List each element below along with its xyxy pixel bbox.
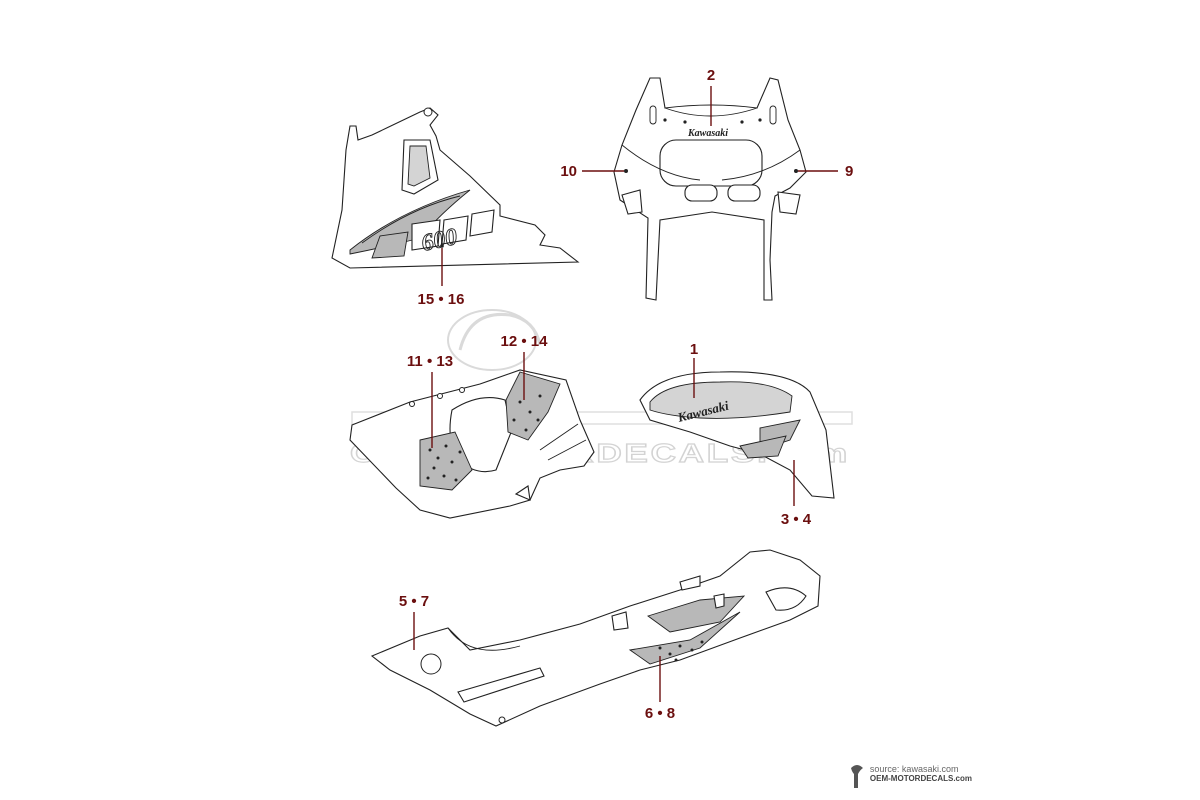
leader-lines bbox=[413, 86, 838, 702]
callout-2: 2 bbox=[707, 67, 715, 84]
upper-cowl-part: Kawasaki bbox=[613, 77, 807, 301]
credit-site-text: OEM-MOTORDECALS.com bbox=[869, 774, 972, 783]
callout-1: 1 bbox=[690, 341, 698, 358]
callout-12-14: 12 • 14 bbox=[501, 333, 549, 350]
credit-source-text: source: kawasaki.com bbox=[869, 764, 959, 774]
callout-11-13: 11 • 13 bbox=[407, 353, 453, 370]
mid-fairing-part bbox=[349, 369, 595, 519]
callout-15-16: 15 • 16 bbox=[418, 291, 465, 308]
callout-5-7: 5 • 7 bbox=[399, 593, 429, 610]
callouts: 2 10 9 15 • 16 11 • 13 12 • 14 1 3 • 4 5… bbox=[399, 67, 853, 722]
callout-3-4: 3 • 4 bbox=[781, 511, 812, 528]
callout-10: 10 bbox=[560, 163, 577, 180]
cowl-brand-text: Kawasaki bbox=[687, 128, 728, 139]
tank-panel-part: Kawasaki bbox=[639, 371, 835, 499]
lower-fairing-part bbox=[370, 549, 821, 727]
source-credit: source: kawasaki.com OEM-MOTORDECALS.com bbox=[850, 764, 972, 788]
callout-6-8: 6 • 8 bbox=[645, 705, 675, 722]
callout-9: 9 bbox=[845, 163, 853, 180]
bird-logo-icon bbox=[850, 765, 863, 788]
side-cowl-part: 600 bbox=[331, 107, 580, 269]
watermark-logo bbox=[351, 309, 853, 425]
